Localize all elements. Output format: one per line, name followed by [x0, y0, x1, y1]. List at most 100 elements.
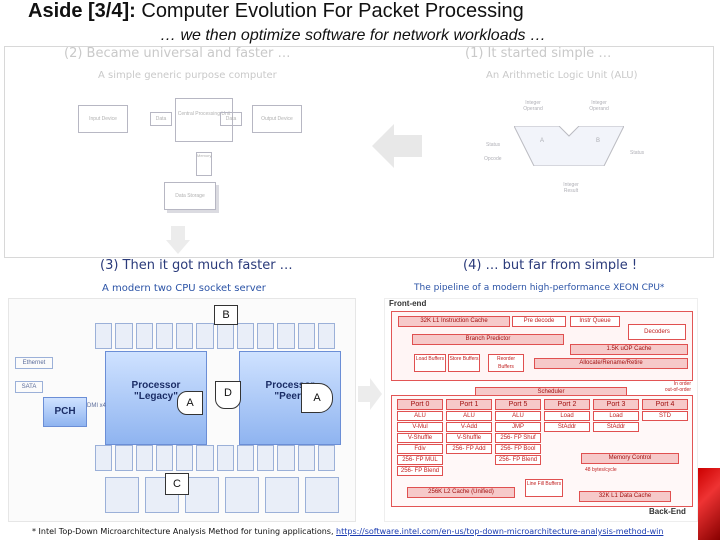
allocate-rename-retire: Allocate/Rename/Retire [534, 358, 688, 369]
instr-queue: Instr Queue [570, 316, 620, 327]
load-buffers: Load Buffers [414, 354, 446, 372]
port-header: Port 4 [642, 399, 688, 410]
execution-unit: STD [642, 411, 688, 421]
dimm-slot [236, 323, 254, 349]
out-of-order-label: out-of-order [664, 387, 691, 393]
footnote-text: * Intel Top-Down Microarchitecture Analy… [32, 527, 337, 536]
title-rest: Computer Evolution For Packet Processing [135, 0, 524, 22]
port-header: Port 1 [446, 399, 492, 410]
pch-chip: PCH [43, 397, 87, 427]
cpu-box: Central Processing Unit [175, 98, 233, 142]
line-fill-buffers: Line Fill Buffers [525, 479, 563, 497]
alu-status-out: Status [630, 150, 645, 156]
dimm-slot [216, 445, 234, 471]
alu-port-a: A [540, 138, 545, 144]
l2-cache: 256K L2 Cache (Unified) [407, 487, 515, 498]
right-arrow-icon [358, 378, 382, 410]
output-device-box: Output Device [252, 105, 302, 133]
label-a-right: A [301, 383, 333, 413]
branch-predictor: Branch Predictor [412, 334, 564, 345]
panel-2-caption: A simple generic purpose computer [98, 70, 277, 81]
execution-unit: 256- FP Bool [495, 444, 541, 454]
execution-unit: Load [593, 411, 639, 421]
dimm-slot [317, 445, 335, 471]
dimm-slot [135, 445, 153, 471]
l1-icache: 32K L1 Instruction Cache [398, 316, 510, 327]
alu-diagram: Integer Operand Integer Operand Status O… [478, 90, 658, 210]
panel-1-heading: (1) It started simple … [465, 46, 612, 61]
front-end-label: Front-end [389, 299, 427, 308]
memory-control: Memory Control [581, 453, 679, 464]
label-d: D [215, 381, 241, 409]
alu-operand-b: Integer Operand [589, 100, 609, 112]
decorative-corner-stripe [698, 468, 720, 540]
back-end-label: Back-End [649, 507, 686, 516]
execution-unit: Load [544, 411, 590, 421]
footnote: * Intel Top-Down Microarchitecture Analy… [32, 527, 663, 536]
pci-lane [185, 477, 219, 513]
execution-unit: 256- FP Blend [495, 455, 541, 465]
bottom-memory-pins [95, 445, 335, 471]
alu-port-b: B [596, 138, 601, 144]
page-title: Aside [3/4]: Computer Evolution For Pack… [28, 0, 524, 23]
execution-unit: V-Shuffle [446, 433, 492, 443]
predecode: Pre decode [512, 316, 566, 327]
reorder-buffers: Reorder Buffers [488, 354, 524, 372]
execution-unit: StAddr [593, 422, 639, 432]
port-header: Port 5 [495, 399, 541, 410]
dimm-slot [95, 445, 113, 471]
page-subtitle: … we then optimize software for network … [160, 27, 546, 44]
execution-unit: V-Shuffle [397, 433, 443, 443]
execution-unit: V-Mul [397, 422, 443, 432]
execution-unit: ALU [397, 411, 443, 421]
dimm-slot [297, 445, 315, 471]
dimm-slot [236, 445, 254, 471]
data-in-box: Data [150, 112, 172, 126]
down-arrow-icon [166, 226, 190, 254]
panel-3-caption: A modern two CPU socket server [102, 283, 266, 294]
port-header: Port 3 [593, 399, 639, 410]
execution-unit: 256- FP Add [446, 444, 492, 454]
alu-shape [514, 126, 624, 166]
title-prefix: Aside [3/4]: [28, 0, 136, 22]
dimm-slot [216, 323, 234, 349]
data-storage-box: Data Storage [164, 182, 216, 210]
panel-4-heading: (4) … but far from simple ! [463, 258, 638, 273]
l1-dcache: 32K L1 Data Cache [579, 491, 671, 502]
dimm-slot [317, 323, 335, 349]
dimm-slot [196, 323, 214, 349]
footnote-link[interactable]: https://software.intel.com/en-us/top-dow… [336, 527, 664, 536]
execution-unit: JMP [495, 422, 541, 432]
dimm-slot [176, 445, 194, 471]
dimm-slot [277, 445, 295, 471]
alu-result: Integer Result [563, 182, 579, 194]
execution-unit: 256- FP MUL [397, 455, 443, 465]
execution-unit: 256- FP Shuf [495, 433, 541, 443]
panel-3-heading: (3) Then it got much faster … [100, 258, 293, 273]
uop-cache: 1.5K uOP Cache [570, 344, 688, 355]
dimm-slot [115, 445, 133, 471]
dimm-slot [135, 323, 153, 349]
dimm-slot [297, 323, 315, 349]
processor-peer: Processor "Peer" [239, 351, 341, 445]
label-c: C [165, 473, 189, 495]
dimm-slot [176, 323, 194, 349]
pci-lane [105, 477, 139, 513]
server-diagram: Processor "Legacy" Processor "Peer" PCH … [8, 298, 356, 522]
alu-status-in: Status [486, 142, 501, 148]
input-device-box: Input Device [78, 105, 128, 133]
execution-unit: ALU [446, 411, 492, 421]
port-header: Port 2 [544, 399, 590, 410]
memory-box: Memory [196, 152, 212, 176]
order-note: In order out-of-order [641, 381, 691, 393]
dimm-slot [95, 323, 113, 349]
execution-unit: V-Add [446, 422, 492, 432]
simple-computer-diagram: Input Device Data Central Processing Uni… [60, 90, 330, 210]
alu-operand-a: Integer Operand [523, 100, 543, 112]
pci-lanes [105, 477, 339, 513]
